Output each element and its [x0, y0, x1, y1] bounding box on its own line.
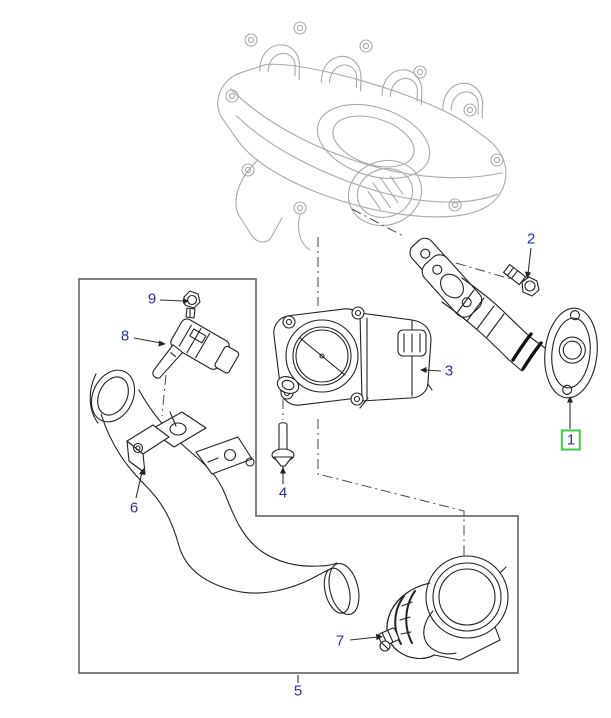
intake-pipe-part-5[interactable]: [83, 363, 364, 619]
stud-part-4[interactable]: [271, 422, 295, 470]
callout-8[interactable]: 8: [120, 327, 130, 345]
throttle-body-part-3[interactable]: [272, 306, 433, 409]
sensor-part-8[interactable]: [151, 317, 242, 408]
bolt-part-2[interactable]: [503, 263, 540, 297]
callout-5[interactable]: 5: [293, 682, 303, 700]
elbow-duct-part-7[interactable]: [377, 555, 509, 661]
leader-lines: [133, 247, 573, 683]
callout-6[interactable]: 6: [129, 499, 139, 517]
callout-3[interactable]: 3: [444, 362, 454, 380]
callout-9[interactable]: 9: [147, 290, 157, 308]
bolt-part-9[interactable]: [183, 290, 201, 319]
callout-4[interactable]: 4: [278, 484, 288, 502]
callout-2[interactable]: 2: [526, 230, 536, 248]
callout-7[interactable]: 7: [335, 632, 345, 650]
intake-manifold-ghost-icon: [217, 21, 507, 251]
assembly-centerlines: [161, 208, 512, 589]
part-5-group-outline: [78, 278, 519, 674]
pipe-part-1[interactable]: [406, 235, 601, 401]
bracket-part-6[interactable]: [126, 411, 255, 475]
callout-1[interactable]: 1: [560, 429, 582, 451]
